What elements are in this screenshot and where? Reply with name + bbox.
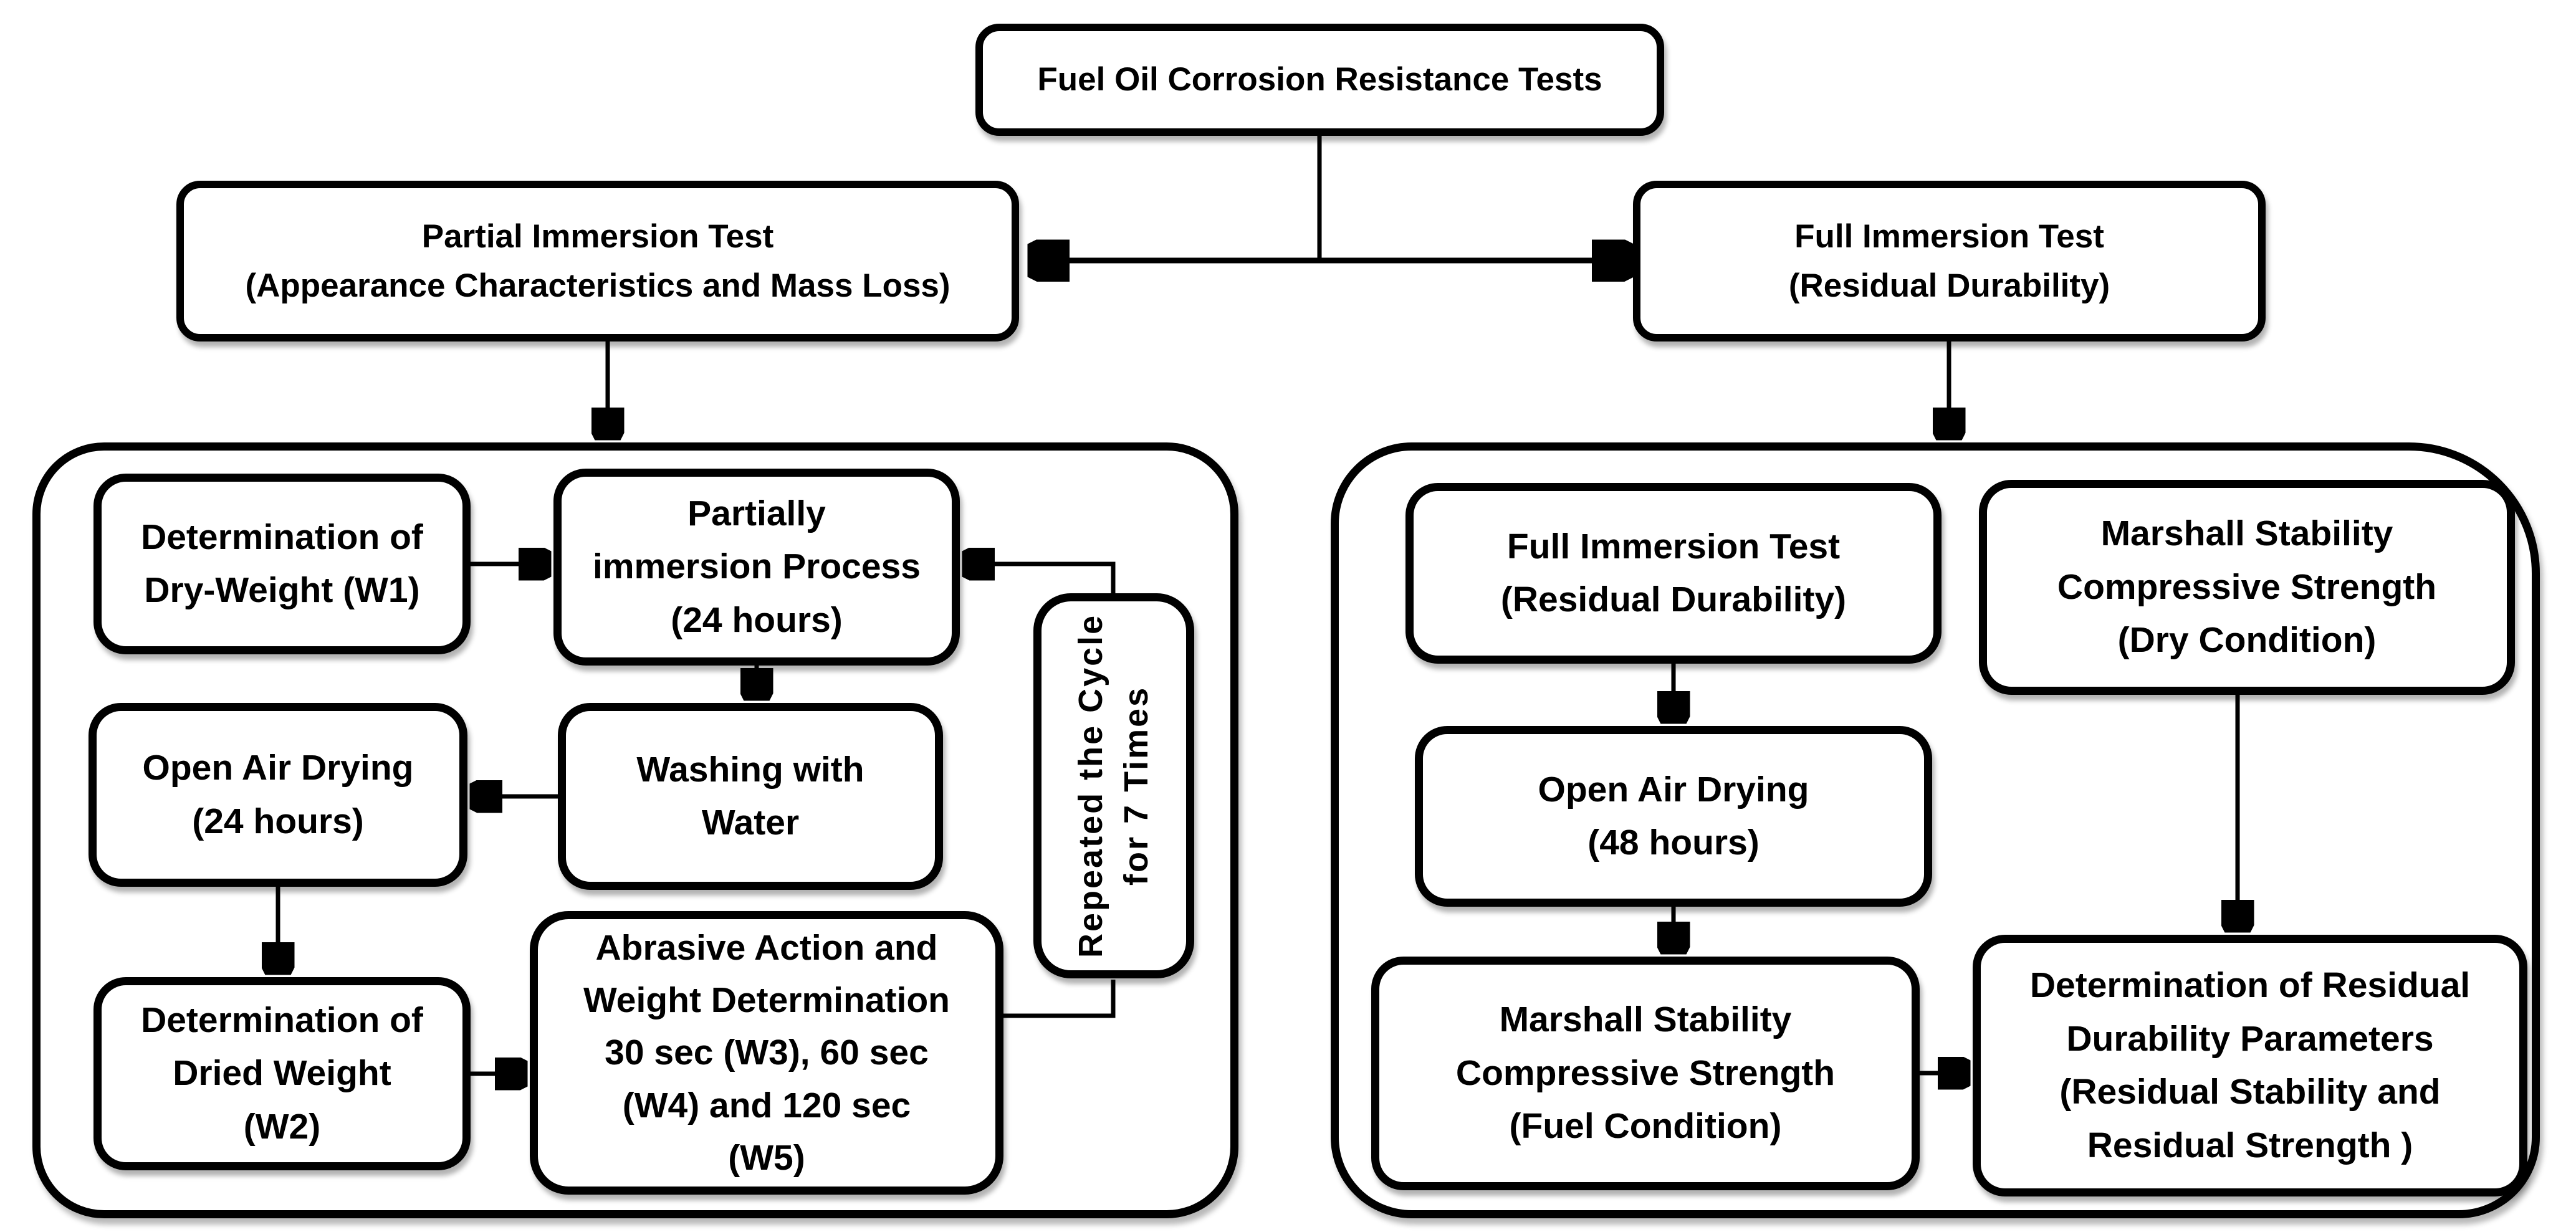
repeat-cycle-box: Repeated the Cycle for 7 Times (1033, 593, 1194, 978)
marshall-stability-dry-box: Marshall Stability Compressive Strength … (1979, 480, 2515, 695)
washing-with-water-box: Washing with Water (558, 703, 943, 890)
marshall-stability-fuel-box: Marshall Stability Compressive Strength … (1371, 957, 1920, 1190)
residual-durability-params-box: Determination of Residual Durability Par… (1973, 935, 2527, 1196)
partial-immersion-branch-box: Partial Immersion Test (Appearance Chara… (176, 181, 1019, 341)
open-air-drying-48h-box: Open Air Drying (48 hours) (1415, 726, 1932, 907)
title-box: Fuel Oil Corrosion Resistance Tests (975, 24, 1664, 136)
repeat-cycle-label: Repeated the Cycle for 7 Times (1072, 613, 1155, 958)
dry-weight-w1-box: Determination of Dry-Weight (W1) (93, 474, 471, 654)
partially-immersion-process-box: Partially immersion Process (24 hours) (553, 469, 960, 666)
open-air-drying-24h-box: Open Air Drying (24 hours) (89, 703, 467, 887)
full-immersion-branch-box: Full Immersion Test (Residual Durability… (1633, 181, 2266, 341)
abrasive-action-box: Abrasive Action and Weight Determination… (530, 911, 1003, 1195)
dried-weight-w2-box: Determination of Dried Weight (W2) (93, 977, 471, 1170)
full-immersion-test-box: Full Immersion Test (Residual Durability… (1405, 483, 1942, 664)
